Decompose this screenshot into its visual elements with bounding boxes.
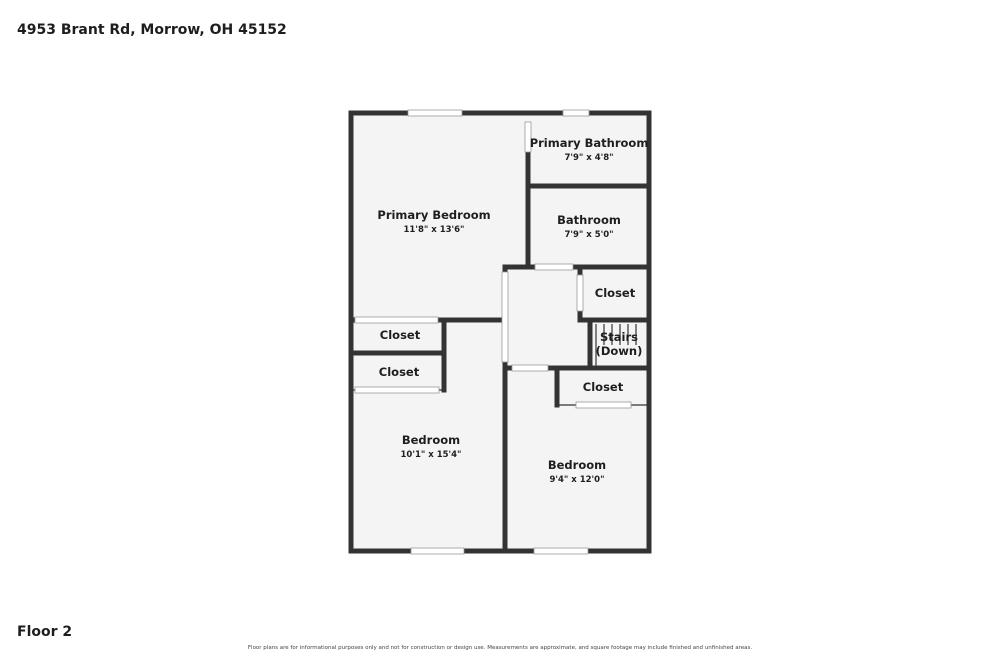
bathroom-dims: 7'9" x 5'0" [564,230,613,240]
primary-bathroom-name: Primary Bathroom [530,136,649,150]
door-bedroom-right [511,364,549,372]
primary-bedroom-dims: 11'8" x 13'6" [404,225,465,235]
stairs-name: Stairs [600,330,638,344]
window-primary-bedroom [407,109,463,117]
closet-lower-name: Closet [379,365,420,379]
door-bathroom [534,263,574,271]
door-closet-hall [576,274,584,312]
door-closet-right [575,401,632,409]
door-closet-lower [354,386,440,394]
window-primary-bathroom [562,109,590,117]
bedroom-left-dims: 10'1" x 15'4" [401,450,462,460]
door-primary-bathroom [524,121,532,153]
bedroom-right-dims: 9'4" x 12'0" [549,475,604,485]
window-bedroom-left [410,547,465,555]
bathroom-name: Bathroom [557,213,621,227]
stairs-direction: (Down) [596,344,643,358]
floor-label: Floor 2 [17,624,73,640]
primary-bedroom-name: Primary Bedroom [377,208,490,222]
closet-upper-name: Closet [380,328,421,342]
closet-right-name: Closet [583,380,624,394]
windows [354,109,632,555]
exterior-wall [348,110,652,554]
property-address: 4953 Brant Rd, Morrow, OH 45152 [17,22,287,38]
opening-hall [501,271,509,363]
disclaimer: Floor plans are for informational purpos… [247,645,753,651]
window-bedroom-right [533,547,589,555]
primary-bathroom-dims: 7'9" x 4'8" [564,153,613,163]
walls [348,110,652,554]
door-closet-upper [354,316,439,324]
bedroom-right-name: Bedroom [548,458,606,472]
bedroom-left-name: Bedroom [402,433,460,447]
closet-hall-name: Closet [595,286,636,300]
